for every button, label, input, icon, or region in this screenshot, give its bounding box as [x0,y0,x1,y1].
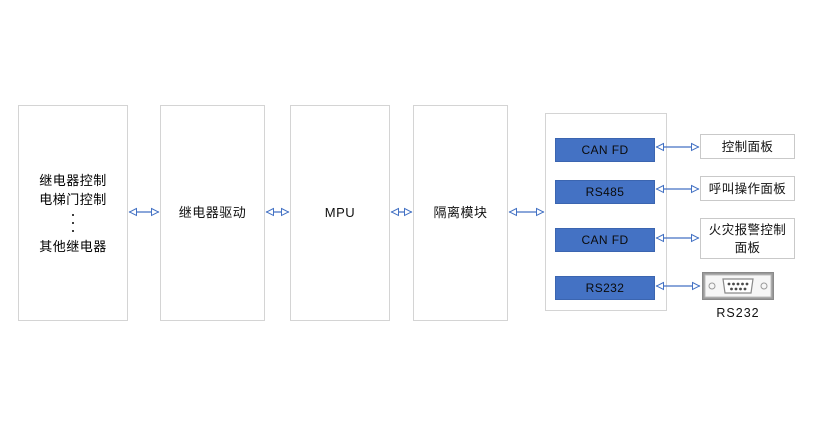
bus-chip-can-fd-2-label: CAN FD [581,233,629,247]
block-relay-driver[interactable]: 继电器驱动 [160,105,265,321]
bus-chip-rs232[interactable]: RS232 [555,276,655,300]
panel-fire-alarm-control-panel[interactable]: 火灾报警控制面板 [700,218,795,259]
panel-control-panel-label: 控制面板 [721,139,774,154]
block-mpu[interactable]: MPU [290,105,390,321]
bus-chip-rs485[interactable]: RS485 [555,180,655,204]
block-relay-io[interactable]: 继电器控制 电梯门控制 其他继电器 [18,105,128,321]
bus-chip-can-fd-1[interactable]: CAN FD [555,138,655,162]
panel-call-operation-panel-label: 呼叫操作面板 [708,181,787,196]
bus-chip-can-fd-2[interactable]: CAN FD [555,228,655,252]
block-isolation[interactable]: 隔离模块 [413,105,508,321]
bus-chip-can-fd-1-label: CAN FD [581,143,629,157]
panel-fire-alarm-control-panel-label: 火灾报警控制面板 [708,222,787,255]
block-isolation-label: 隔离模块 [433,205,488,220]
db9-connector-icon [702,272,774,300]
db9-connector-svg [702,272,774,300]
bus-chip-rs485-label: RS485 [585,185,625,199]
ellipsis-dots-icon [71,211,74,235]
relay-io-line-1: 继电器控制 [39,172,107,188]
block-relay-driver-label: 继电器驱动 [178,205,247,220]
panel-call-operation-panel[interactable]: 呼叫操作面板 [700,176,795,201]
bus-chip-rs232-label: RS232 [585,281,625,295]
relay-io-line-3: 其他继电器 [39,238,107,254]
block-mpu-label: MPU [324,205,356,220]
db9-connector-label: RS232 [716,306,760,320]
block-relay-io-text: 继电器控制 电梯门控制 其他继电器 [39,171,107,256]
panel-control-panel[interactable]: 控制面板 [700,134,795,159]
bus-interface-container: CAN FD RS485 CAN FD RS232 [545,113,667,311]
relay-io-line-2: 电梯门控制 [39,191,107,207]
